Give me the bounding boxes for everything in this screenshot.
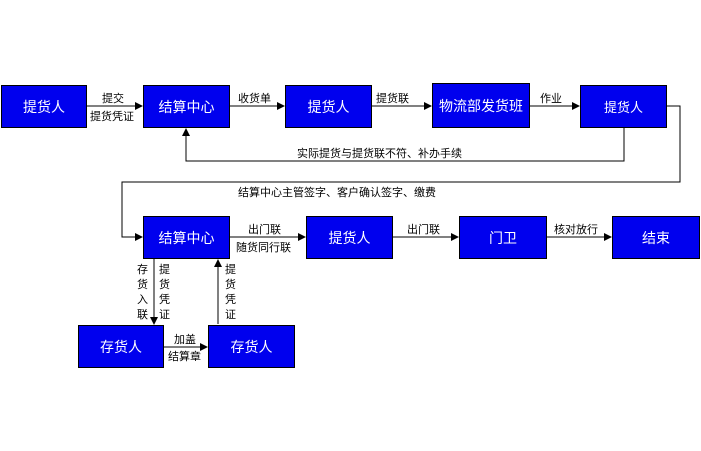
label-stamp: 加盖 (174, 333, 196, 346)
node-settlement-center-1: 结算中心 (143, 85, 230, 128)
label-row-link: 结算中心主管签字、客户确认签字、缴费 (238, 186, 436, 199)
node-depositor-1: 存货人 (78, 325, 164, 368)
edge-row-link (121, 105, 681, 241)
label-loop-back: 实际提货与提货联不符、补办手续 (297, 147, 462, 160)
node-end: 结束 (612, 216, 700, 259)
edge-loop-back (182, 128, 625, 162)
label-check-release: 核对放行 (554, 223, 598, 236)
node-pickup-person-3: 提货人 (580, 85, 667, 128)
label-settlement-seal: 结算章 (168, 350, 201, 363)
node-pickup-person-2: 提货人 (285, 85, 372, 128)
node-settlement-center-2: 结算中心 (143, 216, 230, 259)
label-accompany-copy: 随货同行联 (236, 241, 291, 254)
node-logistics-shipping: 物流部发货班 (432, 83, 530, 128)
label-receipt: 收货单 (238, 92, 271, 105)
label-submit: 提交 (102, 92, 124, 105)
label-pickup-copy: 提货联 (376, 92, 409, 105)
label-exit-copy-2: 出门联 (407, 223, 440, 236)
label-deposit-copy: 存货入联 (137, 263, 148, 321)
label-pickup-voucher-down: 提货凭证 (159, 263, 170, 321)
label-pickup-voucher: 提货凭证 (90, 110, 134, 123)
node-gatekeeper: 门卫 (459, 216, 547, 259)
label-operation: 作业 (540, 92, 562, 105)
label-pickup-voucher-up: 提货凭证 (225, 263, 236, 321)
node-depositor-2: 存货人 (208, 325, 295, 368)
label-exit-copy-1: 出门联 (248, 223, 281, 236)
node-pickup-person-4: 提货人 (306, 216, 393, 259)
node-pickup-person-1: 提货人 (1, 85, 87, 128)
